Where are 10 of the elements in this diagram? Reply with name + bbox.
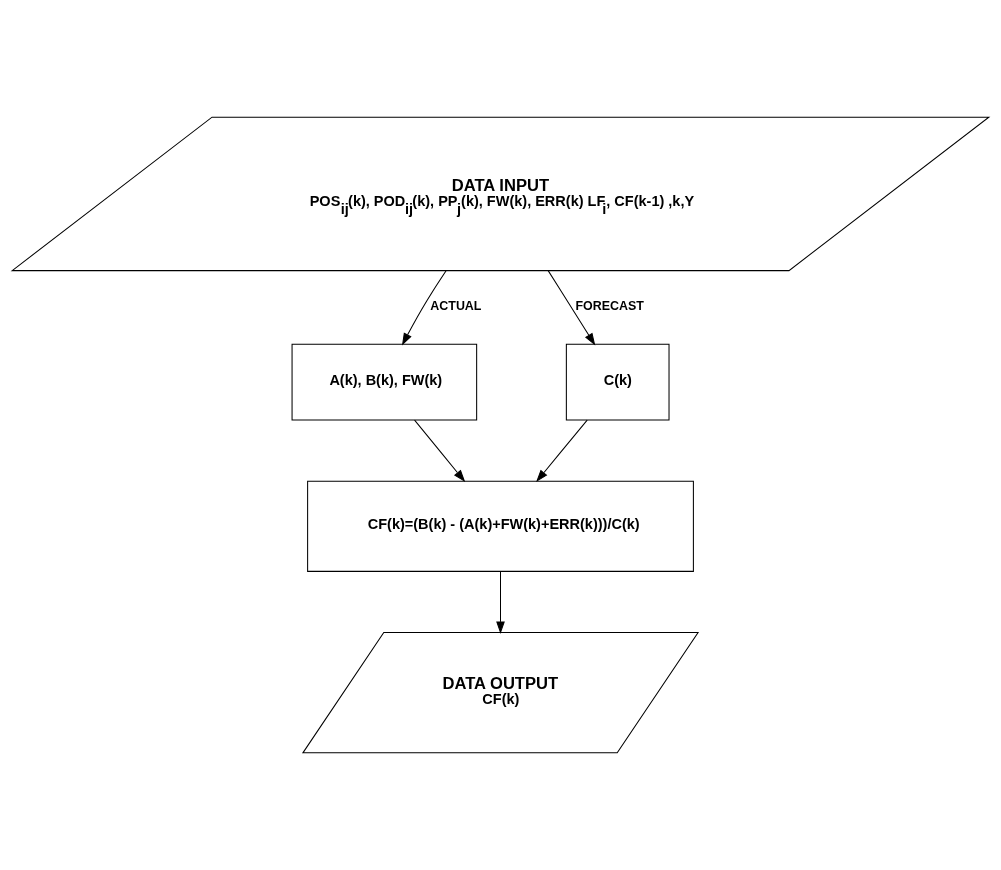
node-box: A(k), B(k), FW(k) (291, 343, 478, 421)
arrow (401, 270, 447, 346)
arrow (496, 571, 505, 634)
edge-label: FORECAST (575, 298, 644, 313)
node-box: C(k) (565, 343, 670, 421)
arrow (536, 419, 588, 483)
node-box: CF(k)=(B(k) - (A(k)+FW(k)+ERR(k)))/C(k) (307, 480, 694, 572)
arrow (414, 419, 466, 483)
edge-label: ACTUAL (430, 298, 482, 313)
arrow (547, 270, 596, 346)
